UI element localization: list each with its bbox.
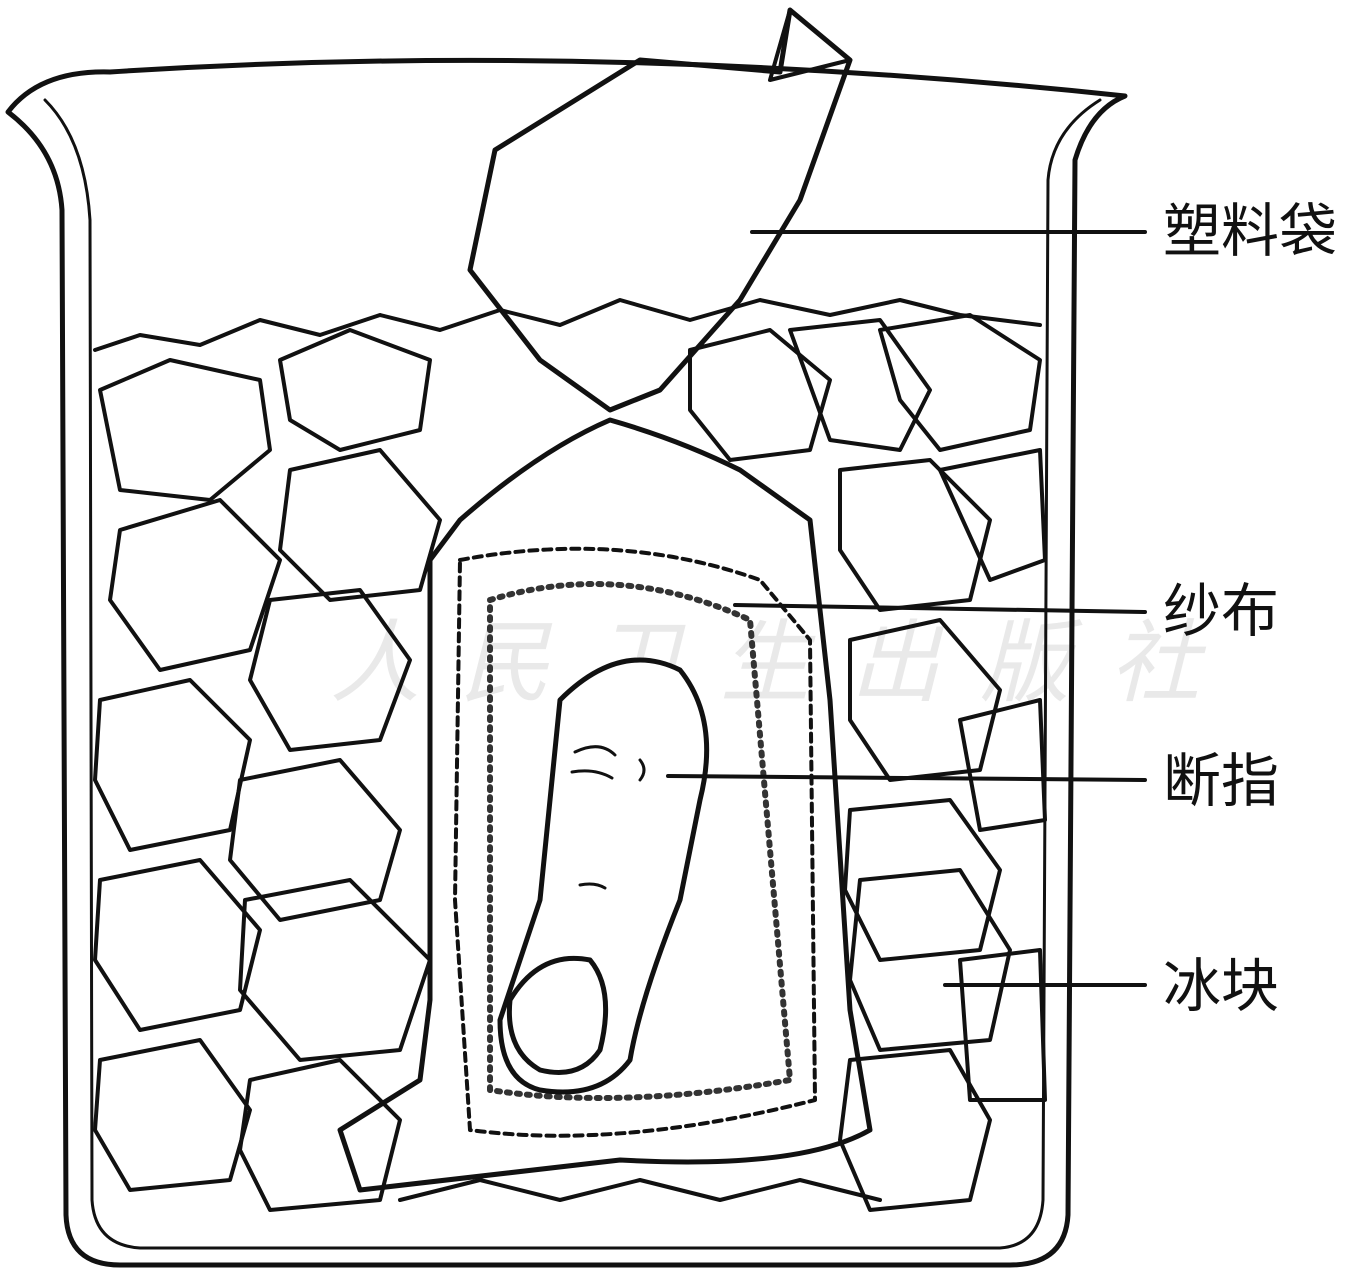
- ice-top-edge: [93, 298, 1042, 352]
- leader-line-gauze: [733, 603, 1147, 614]
- fingernail: [506, 955, 609, 1075]
- gauze: [453, 546, 817, 1138]
- ice-cubes: [93, 313, 1047, 1212]
- beaker-inner-wall: [43, 98, 1102, 1250]
- label-ice-cubes: 冰块: [1163, 952, 1280, 1020]
- label-plastic-bag: 塑料袋: [1163, 197, 1338, 265]
- publisher-watermark: 人民卫生出版社: [330, 611, 1240, 716]
- plastic-bag-body: [337, 417, 873, 1193]
- beaker-outline: [5, 57, 1128, 1268]
- label-gauze: 纱布: [1163, 577, 1280, 645]
- leader-line-finger: [666, 774, 1147, 782]
- label-severed-finger: 断指: [1163, 747, 1280, 815]
- plastic-bag-top: [467, 7, 853, 413]
